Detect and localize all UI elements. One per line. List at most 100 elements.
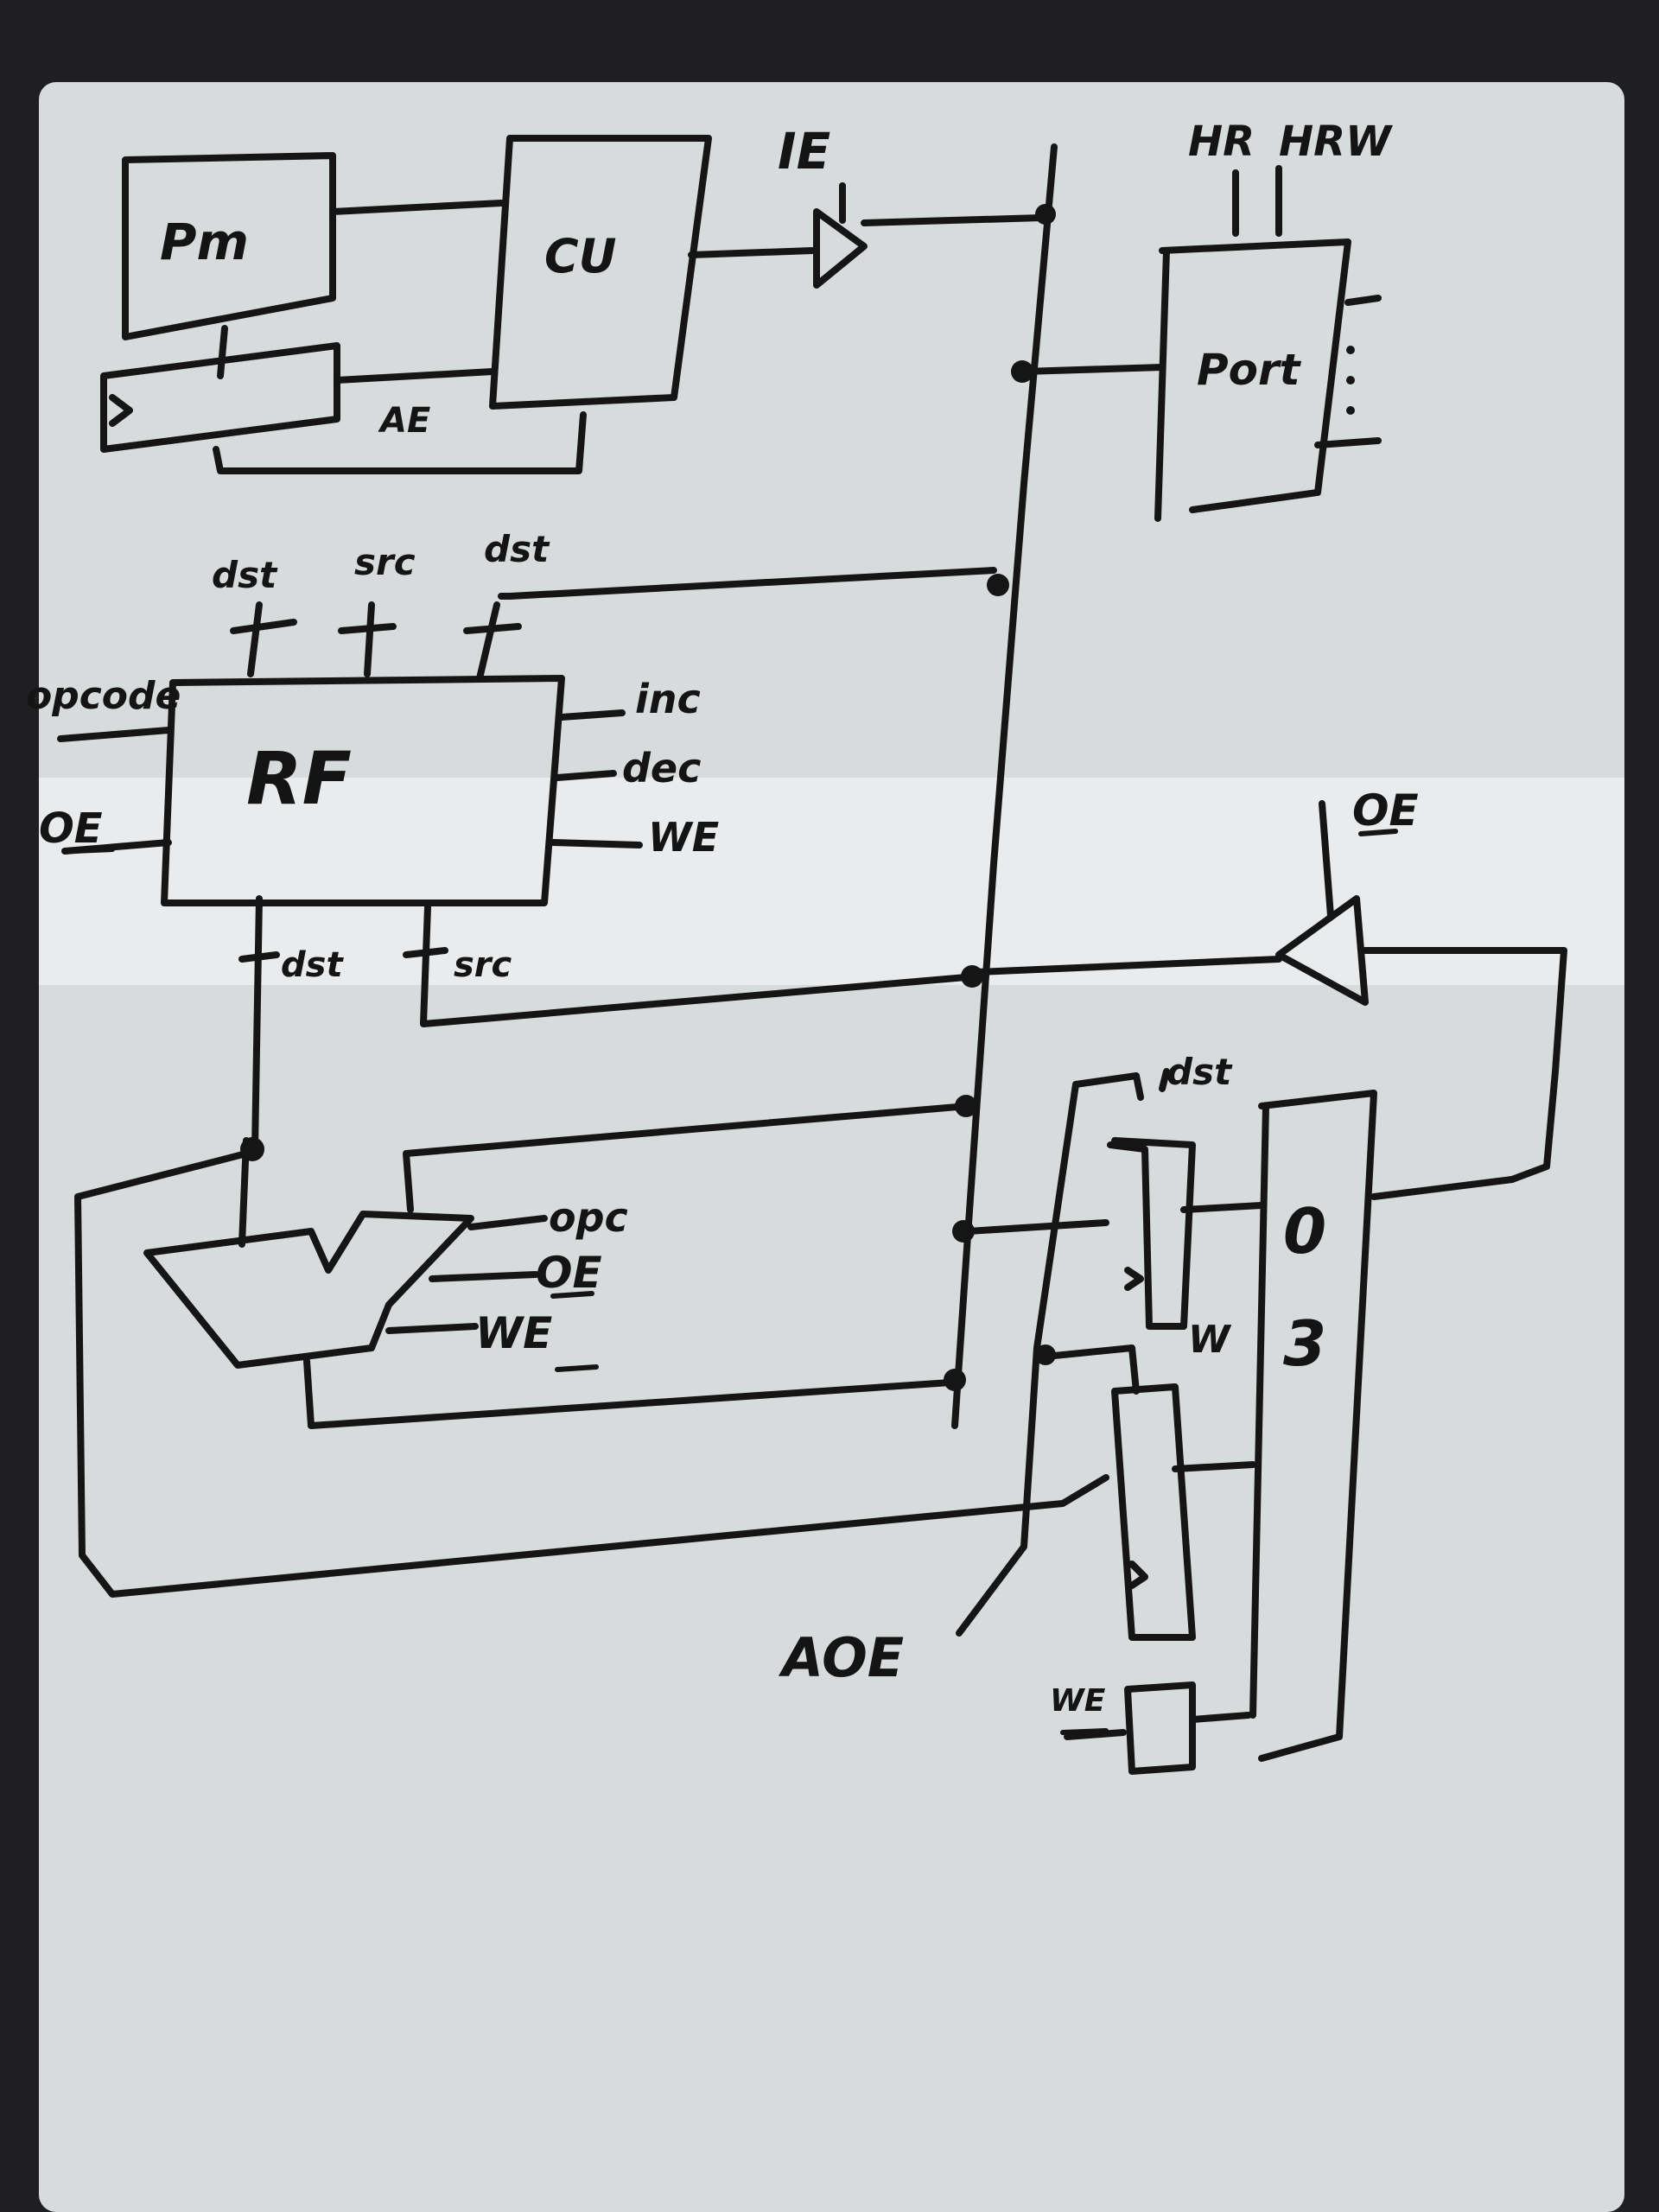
rf-out-dst-label: dst <box>281 945 344 985</box>
pm-ar-link <box>217 325 228 379</box>
memory-block <box>1258 1090 1377 1762</box>
alu-we-line <box>385 1323 479 1334</box>
buffer-bus-link <box>973 956 1282 976</box>
inc-label: inc <box>635 676 701 722</box>
ar-cu-link <box>334 368 496 384</box>
rf-oe-label: OE <box>39 804 103 853</box>
oe-buffer-enable <box>1319 800 1334 919</box>
port-left-side <box>1154 247 1170 522</box>
alu-oe-underline <box>550 1291 594 1299</box>
bus-junction-3 <box>987 574 1009 596</box>
rf-dst2-label: dst <box>484 528 550 570</box>
alu-opc-label: opc <box>549 1194 628 1241</box>
alu-we-label: WE <box>475 1308 552 1358</box>
mem-output <box>1370 1176 1516 1200</box>
mem-w-label: W <box>1188 1318 1232 1362</box>
rf-src-tick <box>338 623 397 634</box>
mem-digit-3: 3 <box>1283 1307 1326 1380</box>
rf-dst-in <box>247 601 263 677</box>
cu-label: CU <box>544 229 616 283</box>
hrw-label: HRW <box>1279 118 1393 166</box>
ie-bus-link <box>861 214 1045 226</box>
port-dot-3 <box>1346 406 1355 415</box>
aoe-branch <box>1042 1344 1140 1395</box>
ae-label: AE <box>378 401 430 441</box>
rf-dst2-tick <box>463 623 522 634</box>
mem-dst-label: dst <box>1166 1051 1233 1093</box>
opc-line <box>467 1215 548 1230</box>
hr-label: HR <box>1188 118 1255 166</box>
rf-src-out-tick <box>403 947 448 958</box>
oe-buffer <box>1275 895 1369 1006</box>
whiteboard <box>39 82 1624 2212</box>
pm-label: Pm <box>160 213 249 271</box>
dec-line <box>554 770 617 781</box>
port-dot-2 <box>1346 376 1355 385</box>
ie-buffer <box>813 208 868 289</box>
clock-mark <box>109 394 133 427</box>
alu-oe-label: OE <box>536 1248 602 1298</box>
bus-mem-link <box>964 1219 1109 1235</box>
rf-src-out <box>420 904 980 1027</box>
rf-we-label: WE <box>648 814 719 861</box>
bus-port-link <box>1020 364 1166 375</box>
address-register <box>100 342 340 453</box>
alu-feedback <box>74 1150 1109 1598</box>
pm-cu-link <box>329 200 505 215</box>
mem-clk-1 <box>1124 1267 1144 1291</box>
mem-digit-0: 0 <box>1283 1195 1326 1268</box>
mem-reg-lower <box>1111 1383 1196 1641</box>
aoe-label: AOE <box>778 1626 904 1689</box>
tri-oe-label: OE <box>1352 785 1419 836</box>
mem-clk-2 <box>1128 1560 1148 1589</box>
aoe-line <box>956 1072 1144 1637</box>
reg-we-underline <box>1060 1728 1109 1735</box>
lower-reg-mem-link <box>1172 1461 1256 1472</box>
port-pin-2 <box>1314 437 1382 448</box>
rf-dst2-in <box>476 601 500 682</box>
rf-we-line <box>550 839 643 849</box>
reg-we-label: WE <box>1050 1683 1106 1719</box>
dec-label: dec <box>622 745 701 791</box>
opcode-line <box>57 727 172 742</box>
mem-reg-upper <box>1107 1137 1196 1330</box>
cu-ie-link <box>688 247 816 258</box>
bus-junction-4 <box>961 965 983 988</box>
bus-junction-5 <box>955 1095 977 1117</box>
alu-oe-line <box>429 1271 539 1282</box>
ar-loop-link <box>213 411 587 474</box>
rf-src-label: src <box>354 541 416 583</box>
buffer-mem-link <box>1362 947 1567 1183</box>
port-pin-1 <box>1344 295 1382 306</box>
rf-bus-link <box>498 567 997 600</box>
tri-oe-underline <box>1358 829 1398 836</box>
alu-block <box>143 1211 474 1369</box>
rf-dst-out-tick <box>238 951 280 963</box>
rf-oe-underline <box>71 847 115 854</box>
rf-dst-out <box>251 895 263 1153</box>
rf-src-in <box>364 601 375 677</box>
rf-out-src-label: src <box>454 945 512 985</box>
bus-junction-7 <box>944 1369 966 1391</box>
rf-dst-label: dst <box>212 554 278 596</box>
we-reg-in <box>1064 1729 1127 1740</box>
pm-block <box>122 152 336 340</box>
alu-junction <box>240 1137 264 1161</box>
port-label: Port <box>1197 345 1302 395</box>
reg-mem-link <box>1180 1202 1265 1213</box>
alu-out <box>303 1357 954 1429</box>
inc-line <box>558 709 626 721</box>
port-dot-1 <box>1346 346 1355 354</box>
cu-block <box>489 135 712 410</box>
opcode-label: opcode <box>26 674 181 718</box>
bus-junction-6 <box>952 1220 975 1243</box>
rf-dst-tick <box>230 619 297 634</box>
aoe-junction <box>1035 1344 1056 1365</box>
rf-label: RF <box>246 736 352 821</box>
port-block <box>1159 238 1351 513</box>
bus-junction-2 <box>1011 360 1033 383</box>
we-register <box>1124 1681 1196 1775</box>
rf-block <box>161 675 565 906</box>
we-reg-link <box>1189 1712 1252 1723</box>
